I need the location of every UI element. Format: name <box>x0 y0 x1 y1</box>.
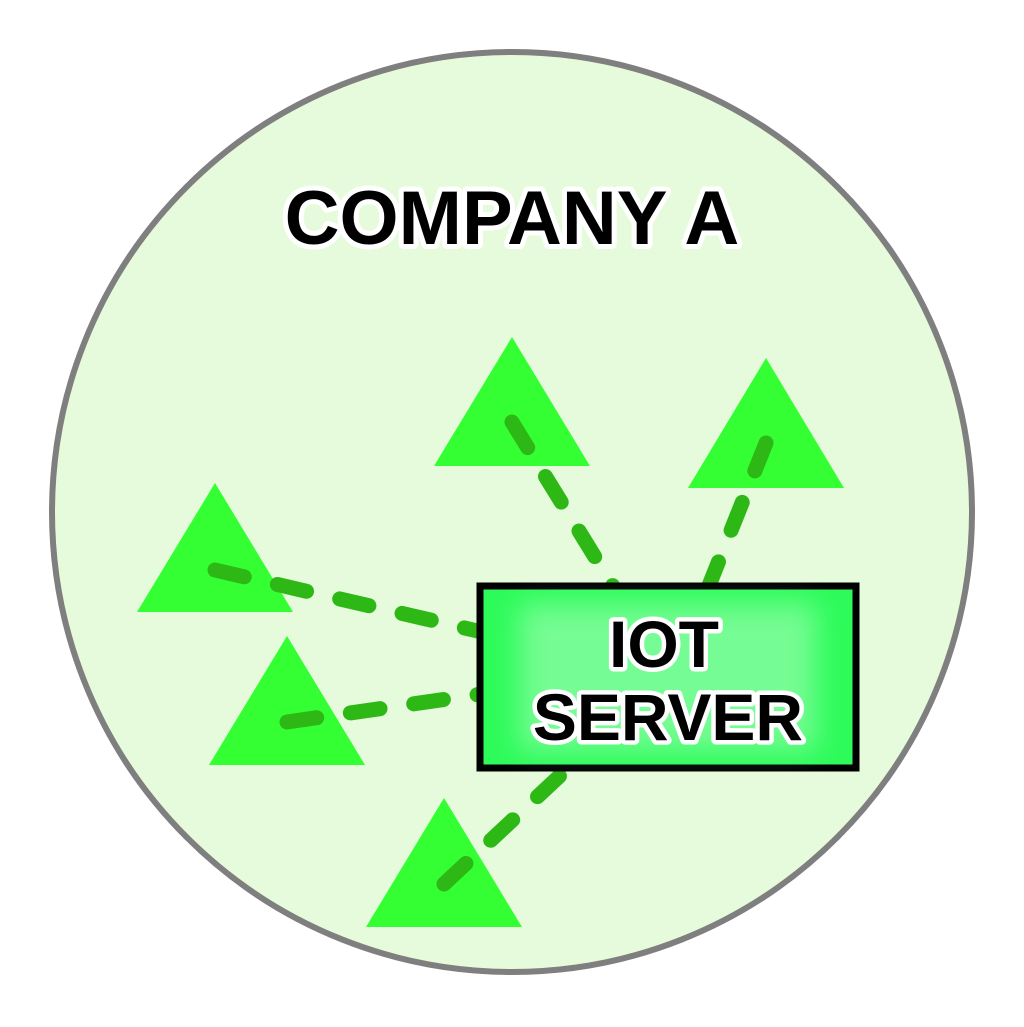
iot-server-label-line-2: SERVER <box>533 680 803 754</box>
device-bottom-icon <box>366 798 522 927</box>
link-bottom <box>436 762 574 892</box>
device-top-center-icon <box>434 337 590 466</box>
link-top-right <box>700 435 774 596</box>
link-left-lower <box>279 686 490 730</box>
link-left-upper <box>207 562 490 640</box>
device-left-upper-icon <box>137 483 293 612</box>
company-title: COMPANY A <box>285 176 740 261</box>
device-top-right-icon <box>688 358 844 488</box>
device-left-lower-icon <box>209 636 365 765</box>
link-top-center <box>504 414 622 596</box>
iot-server-label-line-1: IOT <box>609 607 719 681</box>
iot-server-glow <box>520 604 816 750</box>
iot-server: IOT SERVER <box>476 582 860 772</box>
